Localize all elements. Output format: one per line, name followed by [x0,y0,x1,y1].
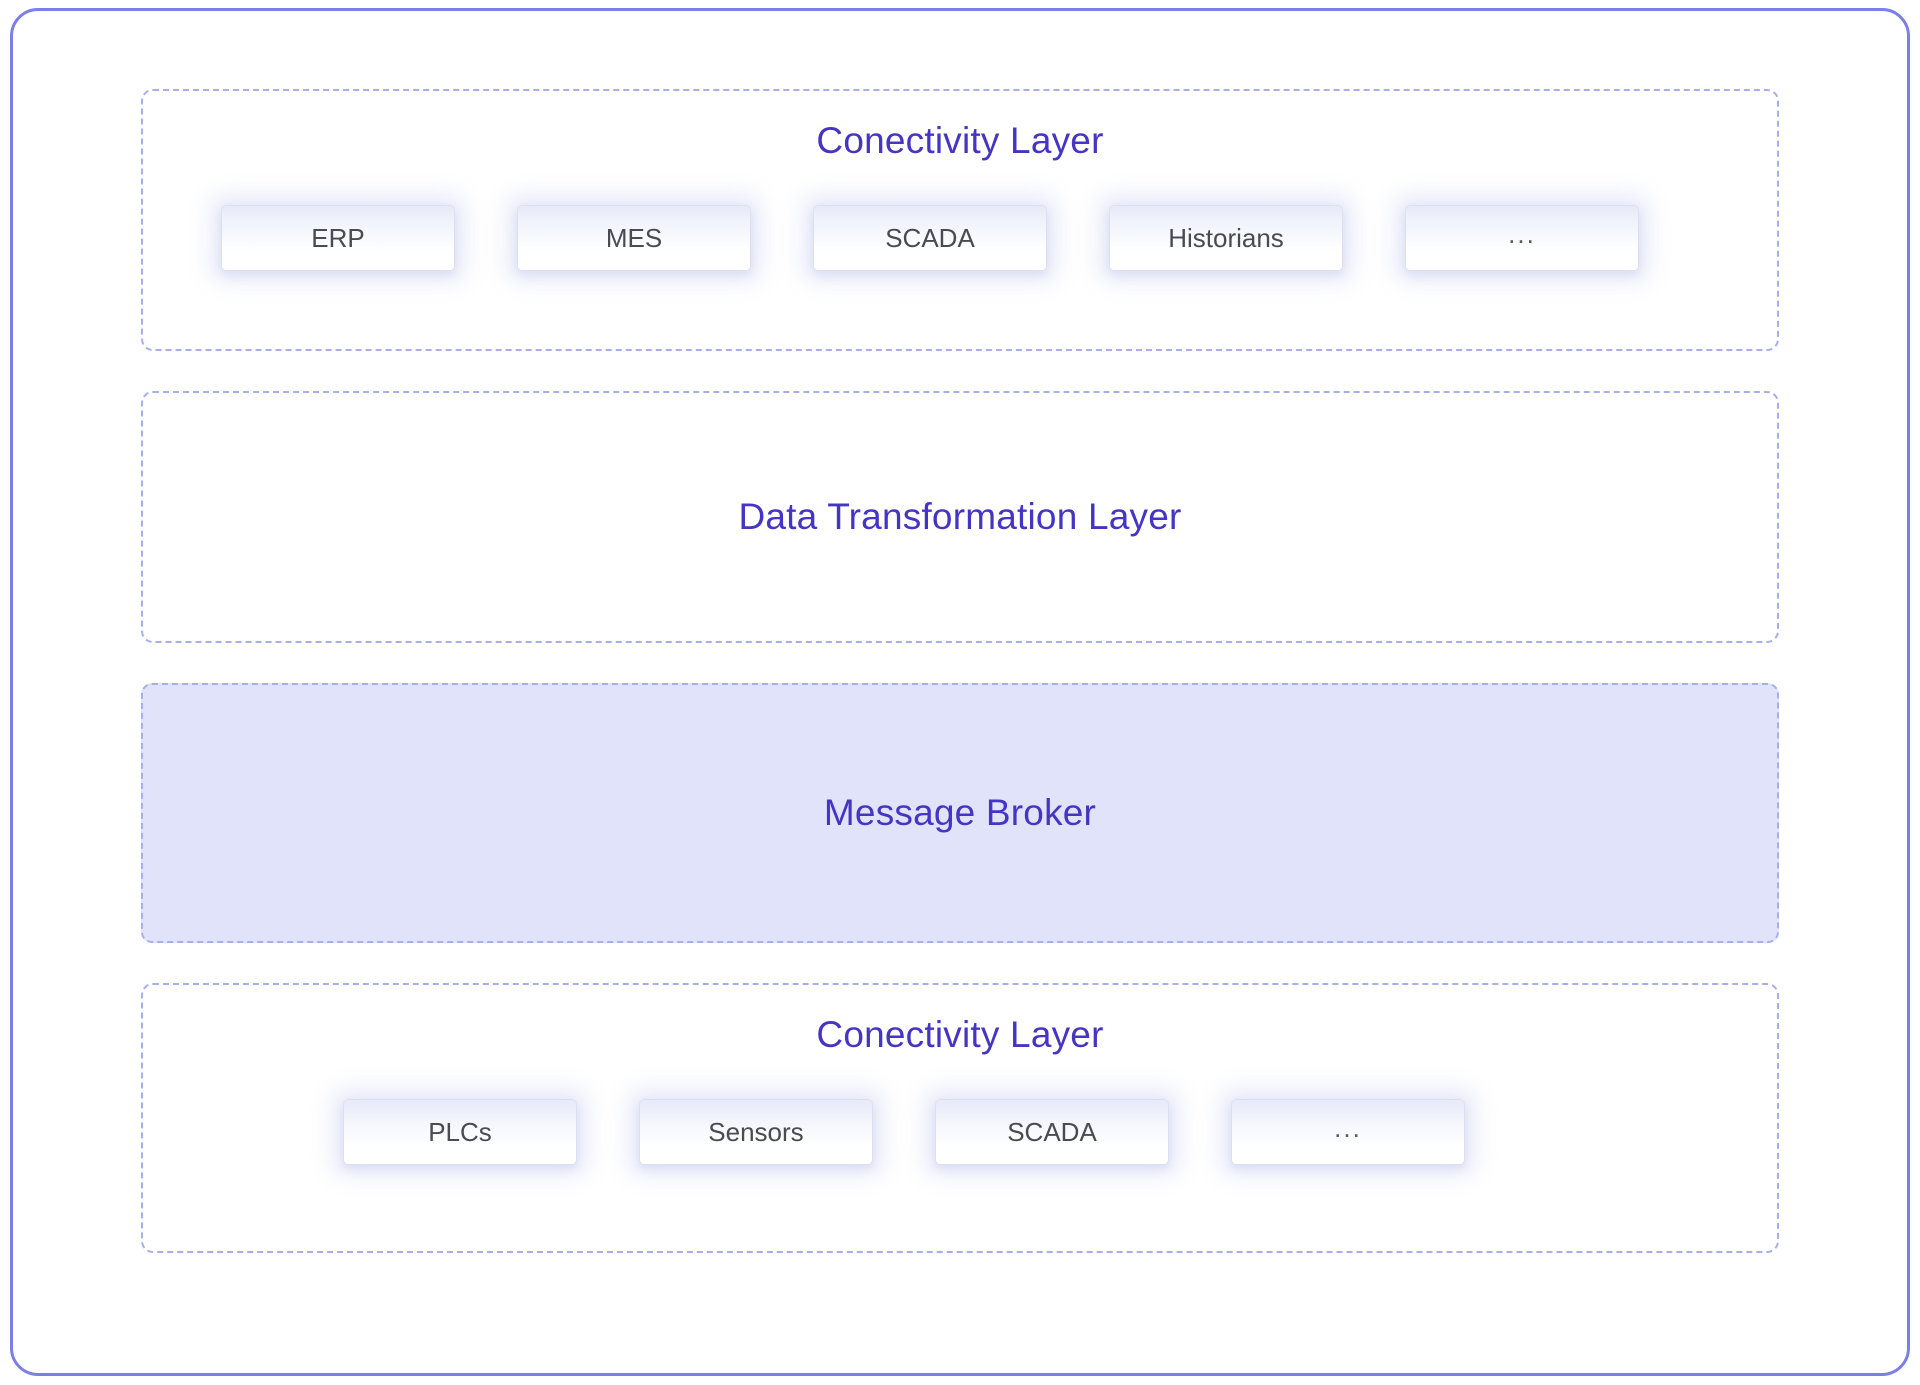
chip-label-erp: ERP [311,223,365,254]
layer-panel-data-transformation: Data Transformation Layer [141,391,1779,643]
chip-erp[interactable]: ERP [221,205,455,272]
chip-label-plcs: PLCs [428,1117,492,1148]
chip-plcs[interactable]: PLCs [343,1099,577,1166]
layer-title-data-transformation: Data Transformation Layer [738,495,1182,537]
layer-title-connectivity-bottom: Conectivity Layer [816,1014,1104,1055]
chip-label-scada-top: SCADA [885,223,975,254]
chip-scada-top[interactable]: SCADA [813,205,1047,272]
chip-more-top[interactable]: ... [1405,205,1639,272]
diagram-outer-frame: Conectivity Layer ERP MES SCADA Historia… [10,8,1910,1376]
layer-panel-message-broker: Message Broker [141,683,1779,943]
chip-label-more-bottom: ... [1334,1113,1362,1144]
layer-title-connectivity-top: Conectivity Layer [816,120,1104,161]
chip-historians[interactable]: Historians [1109,205,1343,272]
chip-label-sensors: Sensors [708,1117,804,1148]
layer-panel-connectivity-bottom: Conectivity Layer PLCs Sensors SCADA ... [141,983,1779,1253]
layer-title-message-broker: Message Broker [823,791,1097,833]
layer-panel-connectivity-top: Conectivity Layer ERP MES SCADA Historia… [141,89,1779,351]
chip-label-mes: MES [605,223,663,254]
chip-row-connectivity-top: ERP MES SCADA Historians ... [143,205,1777,272]
chip-label-scada-bottom: SCADA [1007,1117,1097,1148]
chip-mes[interactable]: MES [517,205,751,272]
chip-more-bottom[interactable]: ... [1231,1099,1465,1166]
chip-sensors[interactable]: Sensors [639,1099,873,1166]
chip-scada-bottom[interactable]: SCADA [935,1099,1169,1166]
chip-label-more-top: ... [1508,219,1536,250]
chip-row-connectivity-bottom: PLCs Sensors SCADA ... [143,1099,1777,1166]
chip-label-historians: Historians [1168,223,1284,254]
